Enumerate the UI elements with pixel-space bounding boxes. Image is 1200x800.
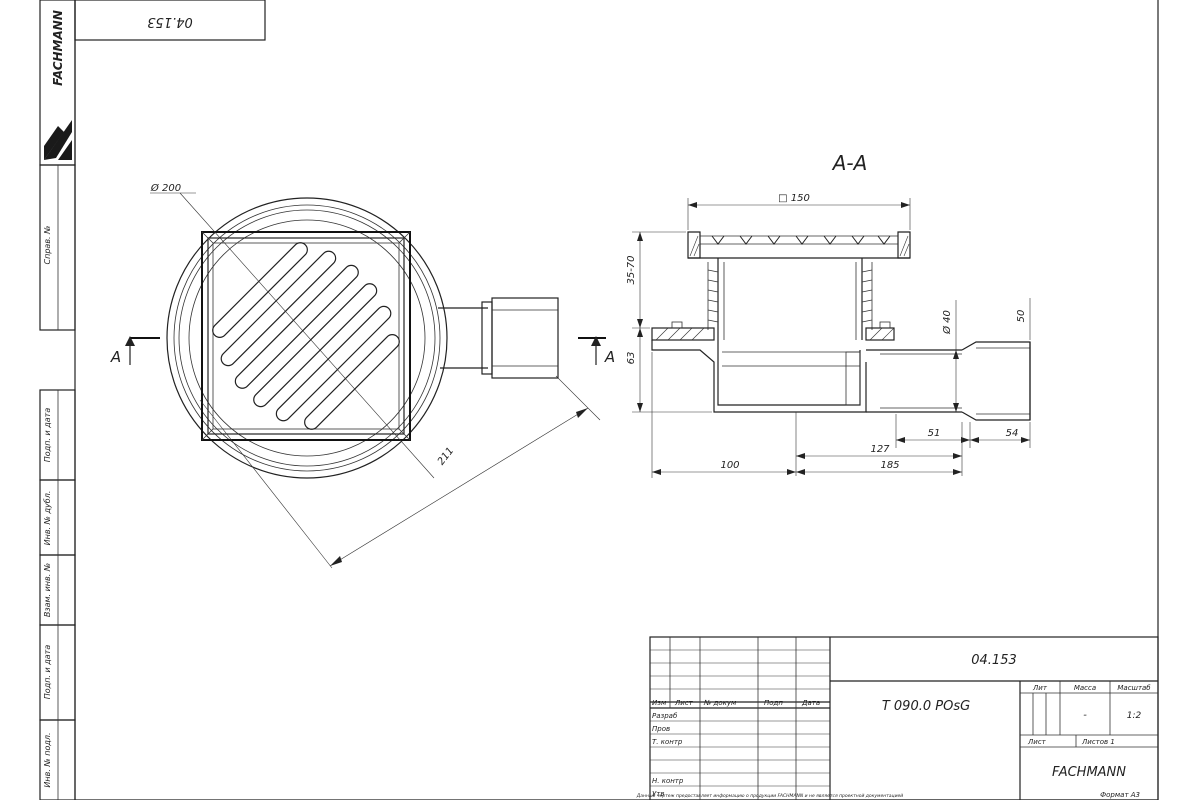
tb-header-mass: Масса <box>1074 684 1096 692</box>
tb-col-izm: Изм <box>652 699 667 707</box>
dim-len-100: 100 <box>720 460 739 471</box>
title-block: Изм Лист № докум Подп Дата Разраб Пров Т… <box>649 636 1159 800</box>
top-code-box: 04.153 <box>74 0 266 41</box>
strip-label-podp-data-1: Подп. и дата <box>43 408 52 463</box>
tb-row-razrab: Разраб <box>652 712 678 720</box>
section-marker-right-label: A <box>604 348 615 366</box>
plan-length-label: 211 <box>436 446 456 468</box>
tb-doc-code: 04.153 <box>971 653 1017 668</box>
dim-square-150: □ 150 <box>778 193 810 204</box>
left-strip: FACHMANN Справ. № Подп. и дата Инв. № ду… <box>39 0 76 800</box>
brand-vertical-text: FACHMANN <box>51 10 65 86</box>
footer-format: Формат А3 <box>1100 791 1140 799</box>
strip-label-podp-data-2: Подп. и дата <box>43 645 52 700</box>
tb-mass-value: - <box>1083 710 1087 721</box>
tb-col-data: Дата <box>801 699 820 707</box>
section-dimensions: □ 150 35-70 63 Ø 40 50 <box>626 193 1031 478</box>
strip-label-sprav: Справ. № <box>43 226 52 265</box>
dim-len-54: 54 <box>1006 428 1019 439</box>
plan-outlet-pipe <box>438 297 559 379</box>
tb-col-dokum: № докум <box>703 699 737 707</box>
dim-height-body: 63 <box>626 352 637 365</box>
section-flange <box>651 321 895 341</box>
section-marker-right: A <box>578 336 615 366</box>
tb-row-utv: Утв <box>652 790 664 798</box>
tb-scale-value: 1:2 <box>1127 711 1142 721</box>
dim-height-top: 35-70 <box>626 255 637 284</box>
section-body <box>651 340 867 413</box>
strip-label-vzam-inv: Взам. инв. № <box>43 563 52 617</box>
strip-label-inv-dubl: Инв. № дубл. <box>43 491 52 546</box>
section-view: А-А <box>626 151 1031 478</box>
tb-sheet-label: Лист <box>1027 738 1047 746</box>
tb-col-podp: Подп <box>764 699 783 707</box>
tb-col-list: Лист <box>674 699 694 707</box>
footer-note: Данный чертеж предоставляет информацию о… <box>636 793 904 799</box>
tb-sheets-label: Листов 1 <box>1081 738 1115 746</box>
section-grate-frame <box>687 231 911 259</box>
top-code-text: 04.153 <box>147 14 193 29</box>
section-marker-left: A <box>110 336 160 366</box>
dim-len-51: 51 <box>928 428 941 439</box>
tb-header-scale: Масштаб <box>1117 684 1151 692</box>
plan-view: Ø 200 211 A A <box>110 182 615 569</box>
tb-product: T 090.0 POsG <box>882 699 970 714</box>
tb-row-prov: Пров <box>652 725 670 733</box>
grate-slots <box>212 242 400 430</box>
tb-row-tkontr: Т. контр <box>652 738 683 746</box>
tb-header-lit: Лит <box>1032 684 1048 692</box>
tb-company: FACHMANN <box>1052 765 1126 780</box>
section-marker-left-label: A <box>110 348 121 366</box>
strip-label-inv-podl: Инв. № подл. <box>43 732 52 787</box>
dim-outlet-inner: Ø 40 <box>941 310 953 335</box>
fachmann-logo-icon <box>44 120 72 160</box>
section-outlet <box>866 341 1031 421</box>
dim-outlet-outer: 50 <box>1016 310 1027 323</box>
tb-row-nkontr: Н. контр <box>652 777 684 785</box>
section-riser <box>707 258 873 340</box>
dim-len-185: 185 <box>880 460 899 471</box>
plan-diameter-label: Ø 200 <box>150 182 181 194</box>
drawing-frame <box>74 0 1159 800</box>
section-title: А-А <box>831 151 868 175</box>
dim-len-127: 127 <box>870 444 890 455</box>
